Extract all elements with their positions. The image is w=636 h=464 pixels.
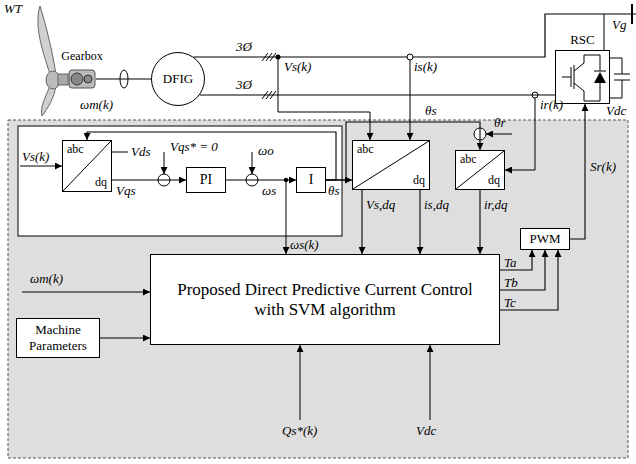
node-text: abc [67, 143, 84, 156]
signal-label: Sr(k) [590, 160, 616, 174]
signal-connector [570, 104, 585, 239]
node-text: dq [488, 174, 500, 187]
current-sensor [407, 54, 413, 60]
diagonal-line [353, 141, 429, 189]
dc-capacitor [610, 58, 630, 98]
igbt-lines [562, 55, 606, 101]
signal-label: Qs*(k) [282, 424, 317, 438]
signal-label: Vs(k) [22, 150, 49, 164]
gearbox: Gearbox [52, 48, 112, 94]
generator-circle: DFIG [151, 52, 205, 106]
pwm-box: PWM [520, 228, 570, 250]
igbt-symbol [556, 51, 609, 103]
signal-label: θr [494, 116, 505, 130]
signal-label: Vdc [416, 424, 436, 438]
signal-connector [500, 250, 532, 270]
signal-label: Vds [131, 145, 151, 159]
signal-wire [286, 180, 287, 254]
signal-connector [361, 190, 362, 254]
gearbox-icon [67, 64, 97, 94]
node-heading: Gearbox [61, 48, 102, 64]
signal-connector [479, 190, 480, 254]
signal-wire [410, 60, 411, 140]
signal-wire [164, 152, 165, 174]
controller-box: Proposed Direct Predictive Current Contr… [150, 254, 500, 345]
signal-label: ωs [262, 184, 276, 198]
transform-block: abcdq [455, 150, 505, 190]
diagonal-line [456, 151, 504, 189]
gearbox-housing [69, 70, 95, 88]
parameter-box: Machine Parameters [16, 318, 100, 358]
signal-label: ωm(k) [80, 98, 113, 112]
signal-label: θs [425, 104, 436, 118]
turbine-blade [38, 6, 56, 74]
signal-label: Ta [504, 256, 517, 270]
grid-bus [631, 4, 633, 24]
node-text: DFIG [163, 71, 193, 87]
signal-label: Vs,dq [366, 198, 395, 212]
node-text: PWM [529, 231, 560, 247]
gear-wheel [71, 73, 83, 85]
signal-label: Vs(k) [284, 60, 311, 74]
signal-label: ωs(k) [290, 238, 319, 252]
signal-connector [112, 179, 186, 180]
signal-wire [112, 152, 128, 153]
node-heading: RSC [570, 32, 595, 48]
signal-label: ir,dq [484, 198, 507, 212]
node-text: abc [357, 143, 374, 156]
signal-connector [200, 94, 555, 95]
signal-wire [252, 152, 253, 174]
signal-label: is(k) [414, 60, 437, 74]
node-text: dq [95, 176, 107, 189]
signal-wire [278, 57, 370, 140]
signal-label: Vqs [116, 184, 136, 198]
diagonal-line [63, 141, 111, 191]
signal-connector [100, 337, 150, 338]
signal-wire [22, 292, 150, 293]
signal-wire [20, 166, 62, 167]
turbine-blade [41, 86, 56, 116]
signal-label: is,dq [424, 198, 449, 212]
nacelle [58, 74, 68, 85]
pi-block: PI [186, 167, 226, 193]
signal-label: θs [328, 184, 339, 198]
transform-block: abc dq [62, 140, 112, 192]
signal-connector [226, 179, 296, 180]
node-text: dq [413, 174, 425, 187]
signal-label: ωm(k) [30, 272, 63, 286]
signal-label: 3Ø [236, 40, 252, 54]
signal-connector [96, 78, 151, 79]
integrator-block: I [296, 167, 326, 193]
signal-connector [500, 250, 558, 310]
diode-symbol [594, 72, 606, 83]
gear-wheel [84, 75, 92, 83]
node-text: Proposed Direct Predictive Current Contr… [169, 280, 481, 320]
signal-connector [500, 250, 545, 290]
node-text: PI [200, 172, 212, 188]
signal-label: 3Ø [236, 78, 252, 92]
node-text: abc [460, 153, 477, 166]
signal-label: WT [4, 2, 22, 16]
signal-label: Vdc [606, 104, 626, 118]
signal-label: ωo [258, 144, 274, 158]
node-text: I [309, 172, 314, 188]
node-text: Machine Parameters [17, 322, 99, 354]
signal-label: ir(k) [540, 98, 563, 112]
signal-label: Vqs* = 0 [170, 140, 218, 154]
converter-housing [555, 50, 610, 104]
signal-label: Tb [504, 276, 518, 290]
signal-connector [419, 190, 420, 254]
signal-label: Tc [504, 296, 516, 310]
converter-box: RSC [555, 32, 610, 104]
three-phase-ticks [262, 53, 276, 99]
grid-wire [604, 14, 605, 50]
signal-wire [430, 345, 431, 420]
signal-wire [486, 134, 512, 135]
transform-block: abc dq [352, 140, 430, 190]
signal-wire [300, 345, 301, 420]
signal-label: Vg [612, 18, 626, 32]
control-region [8, 120, 628, 458]
pll-box [18, 126, 342, 236]
